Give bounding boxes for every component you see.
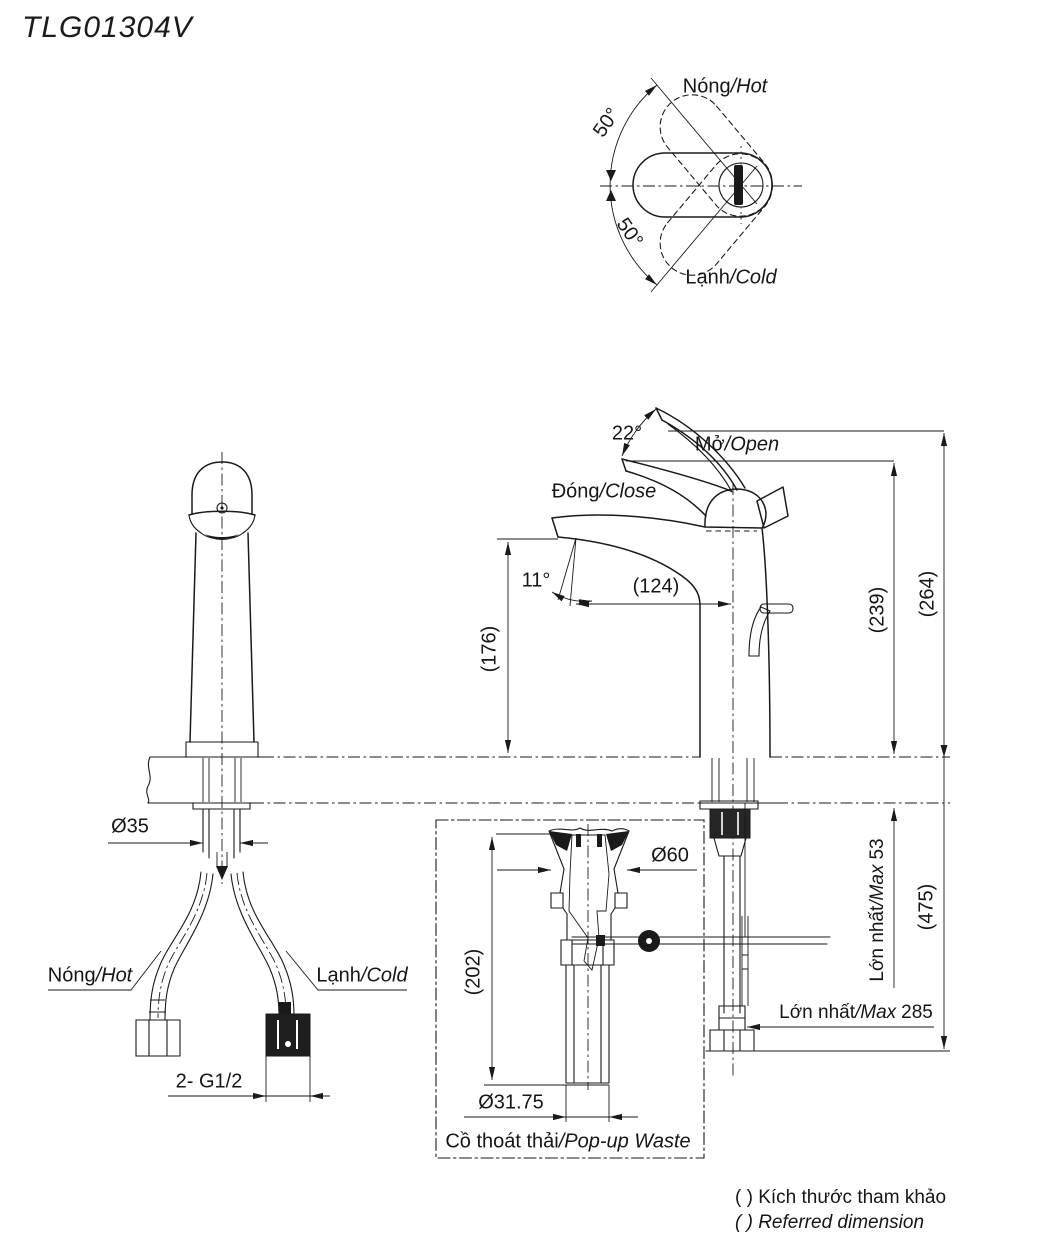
- legend-note-en: ( ) Referred dimension: [735, 1212, 925, 1233]
- dim-dia60: Ø60: [651, 844, 689, 867]
- dim-264: (264): [916, 570, 939, 618]
- angle-22: 22°: [611, 422, 643, 445]
- dim-124: (124): [632, 575, 680, 598]
- counter-section: [146, 756, 950, 804]
- handle-rotation-view: [600, 77, 802, 293]
- dim-239: (239): [866, 586, 889, 634]
- front-hot-label: Nóng/Hot: [47, 964, 133, 987]
- dim-176: (176): [478, 625, 501, 673]
- angle-11: 11°: [521, 569, 551, 592]
- close-label: Đóng/Close: [551, 480, 657, 503]
- dim-475: (475): [915, 883, 938, 931]
- thread-g12-label: 2- G1/2: [175, 1070, 243, 1093]
- max-53-label: Lớn nhất/Max53: [867, 838, 889, 982]
- top-view-cold-label: Lạnh/Cold: [685, 266, 777, 289]
- popup-waste-detail: [435, 819, 705, 1159]
- top-view-hot-label: Nóng/Hot: [682, 75, 768, 98]
- front-cold-label: Lạnh/Cold: [316, 964, 408, 987]
- faucet-front-view: [48, 452, 407, 1102]
- dim-dia3175: Ø31.75: [478, 1091, 544, 1114]
- drawing-title: TLG01304V: [22, 11, 193, 44]
- open-label: Mở/Open: [694, 433, 780, 456]
- faucet-side-view: [497, 407, 950, 1078]
- dim-dia35: Ø35: [111, 815, 149, 838]
- dim-202: (202): [462, 948, 485, 996]
- legend-note-vi: ( ) Kích thước tham khảo: [735, 1187, 947, 1208]
- popup-waste-caption: Cồ thoát thải/Pop-up Waste: [445, 1130, 691, 1153]
